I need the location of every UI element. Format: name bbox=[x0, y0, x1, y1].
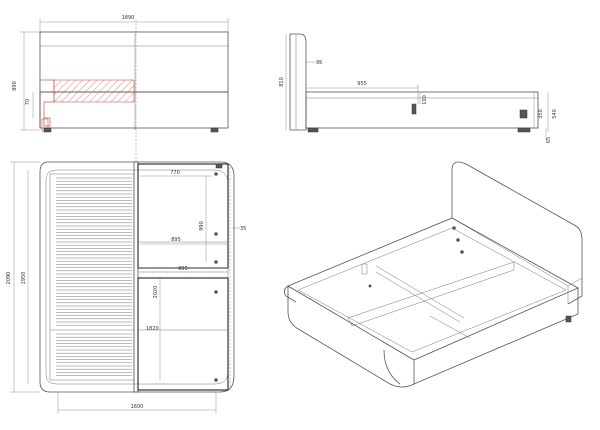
dim-side-depth: 955 bbox=[357, 81, 367, 87]
dim-plan-top-width: 770 bbox=[170, 170, 180, 176]
front-foot-left bbox=[43, 127, 52, 133]
dim-side-height: 810 bbox=[279, 77, 285, 87]
dim-plan-lower-width: 1820 bbox=[146, 326, 159, 332]
plan-view: 770 895 895 990 2020 1820 35 2090 1950 1… bbox=[6, 20, 246, 414]
plan-section-top bbox=[137, 163, 229, 269]
dim-side-inner: 350 bbox=[538, 109, 544, 119]
plan-frame-outer bbox=[39, 161, 235, 393]
side-headboard bbox=[289, 33, 307, 131]
dim-plan-mid-width-2: 895 bbox=[178, 266, 188, 272]
iso-headboard bbox=[451, 161, 583, 305]
dim-plan-width-inner: 1600 bbox=[131, 404, 144, 410]
iso-frame-top bbox=[287, 217, 579, 361]
dim-plan-mid-width-1: 895 bbox=[171, 237, 181, 243]
side-rail bbox=[305, 91, 539, 129]
plan-section-bottom bbox=[137, 277, 229, 391]
iso-center-rail bbox=[347, 261, 515, 327]
dim-plan-section-height: 990 bbox=[199, 221, 205, 231]
dim-side-total: 540 bbox=[552, 109, 558, 119]
front-foot-right bbox=[210, 127, 219, 133]
dim-front-height: 890 bbox=[12, 81, 18, 91]
dim-plan-length-outer: 2090 bbox=[6, 272, 12, 285]
dim-plan-length-inner: 1950 bbox=[21, 272, 27, 285]
plan-slats bbox=[56, 177, 132, 376]
front-view: 1890 890 70 bbox=[12, 15, 229, 133]
front-section-hatch bbox=[53, 79, 135, 103]
dim-side-headboard: 35 bbox=[316, 60, 322, 66]
dim-front-rail: 70 bbox=[25, 99, 31, 105]
dim-plan-section-height-2: 2020 bbox=[153, 286, 159, 299]
dim-front-width: 1890 bbox=[122, 15, 135, 21]
dim-plan-edge: 35 bbox=[240, 226, 246, 232]
side-view: 35 955 810 100 350 540 65 bbox=[279, 33, 558, 143]
dim-side-foot: 65 bbox=[546, 137, 552, 143]
dim-side-slot: 100 bbox=[422, 95, 428, 105]
isometric-view bbox=[284, 161, 583, 388]
